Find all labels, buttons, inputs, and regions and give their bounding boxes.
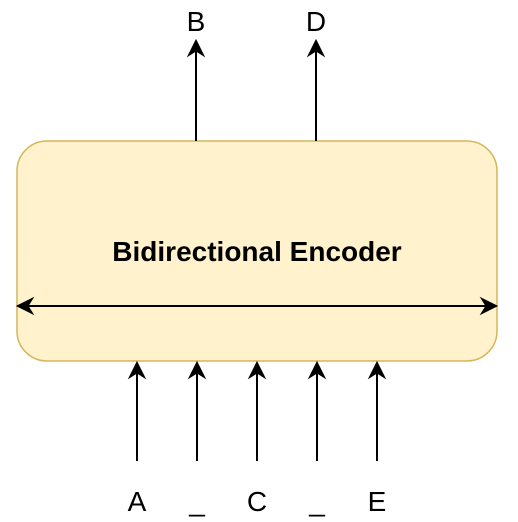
input-label-1: A bbox=[128, 486, 147, 517]
input-arrow-3 bbox=[247, 360, 267, 461]
encoder-title: Bidirectional Encoder bbox=[112, 236, 401, 267]
output-arrow-1 bbox=[186, 38, 206, 141]
input-label-5: E bbox=[368, 486, 387, 517]
input-label-3: C bbox=[247, 486, 267, 517]
input-label-4: _ bbox=[308, 486, 325, 517]
input-label-2: _ bbox=[188, 486, 205, 517]
bidirectional-arrow bbox=[15, 296, 499, 316]
input-arrow-5 bbox=[367, 360, 387, 461]
input-arrow-2 bbox=[187, 360, 207, 461]
output-arrow-2 bbox=[306, 38, 326, 141]
arrow-left-head bbox=[15, 296, 35, 316]
input-arrow-4 bbox=[307, 360, 327, 461]
output-label-1: B bbox=[187, 6, 206, 37]
input-arrow-1 bbox=[127, 360, 147, 461]
arrow-right-head bbox=[479, 296, 499, 316]
output-label-2: D bbox=[306, 6, 326, 37]
